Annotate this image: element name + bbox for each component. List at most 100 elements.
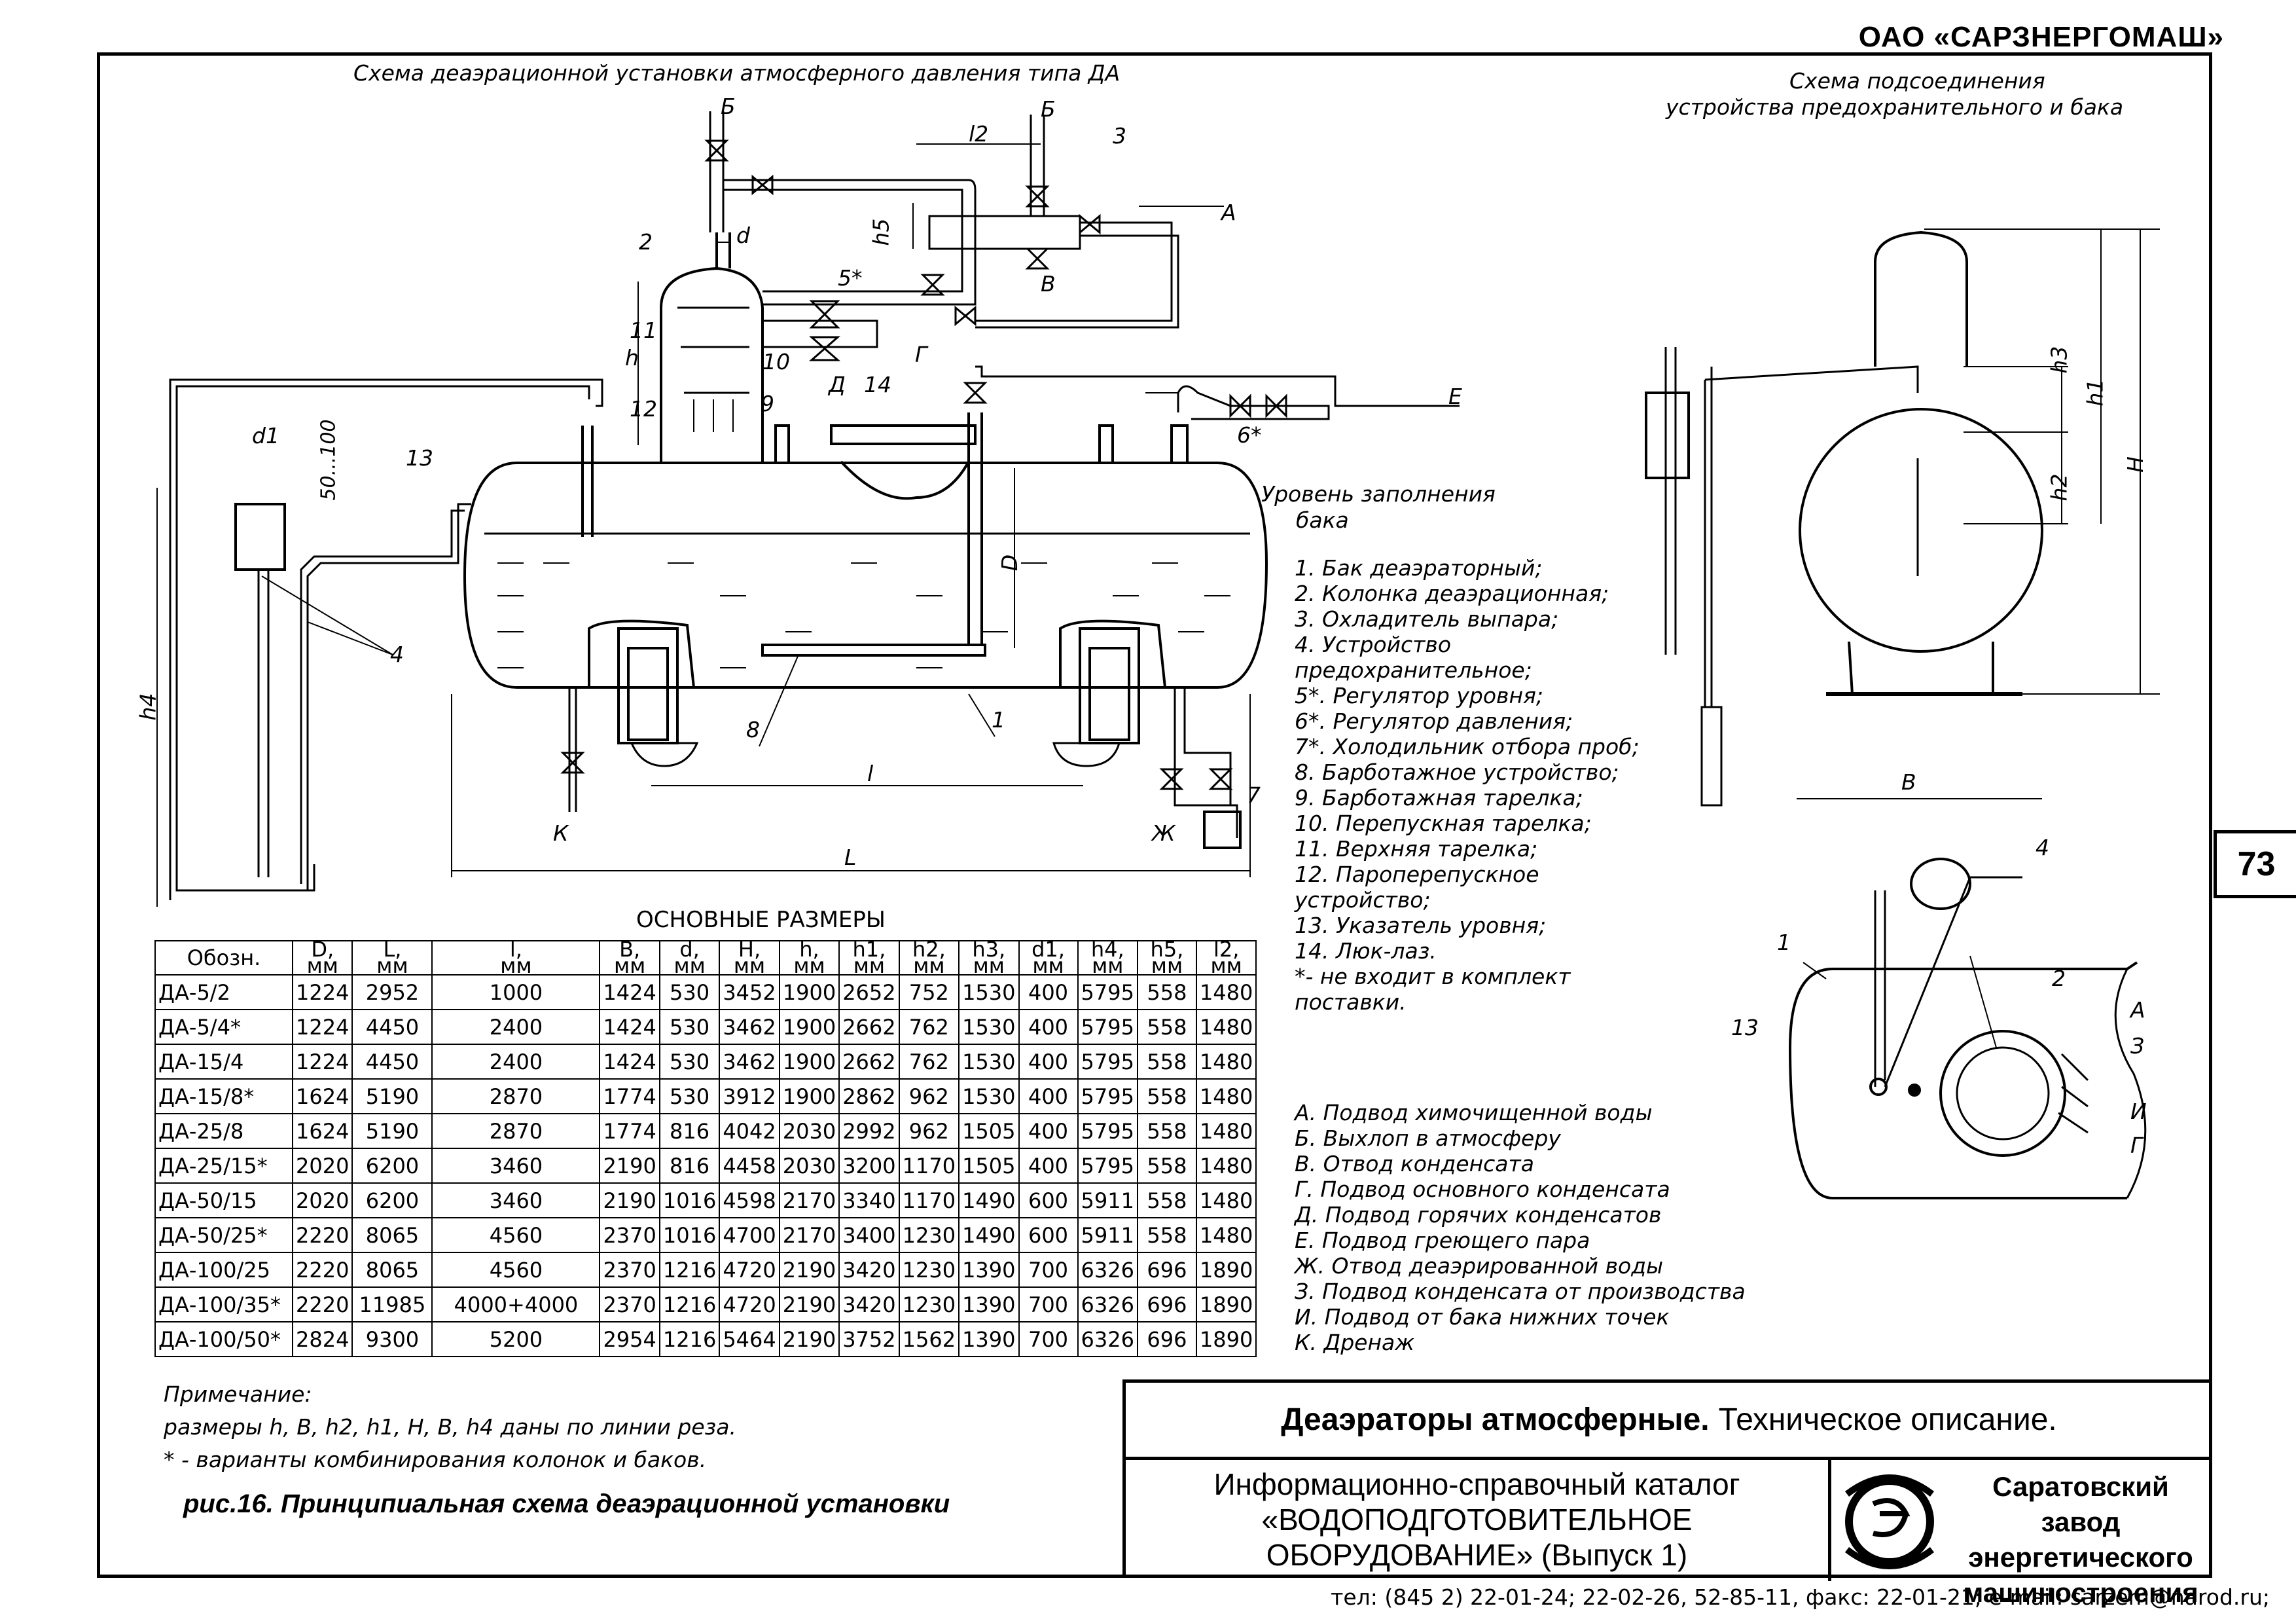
top-view-callout-g: Г (2130, 1133, 2143, 1158)
callout-11: 11 (630, 318, 657, 343)
dimension-cell: 2190 (778, 1252, 840, 1288)
drawing-frame (97, 52, 2212, 1578)
title-rest: Техническое описание. (1718, 1402, 2057, 1437)
dimension-cell: 1480 (1195, 1044, 1257, 1080)
dimension-cell: 1624 (291, 1078, 353, 1114)
dimension-cell: 696 (1136, 1286, 1197, 1322)
notes: Примечание: размеры h, B, h2, h1, H, B, … (164, 1378, 736, 1476)
label-zh: Ж (1152, 820, 1175, 846)
title-block: Деаэраторы атмосферные. Техническое опис… (1122, 1379, 2212, 1608)
dimension-cell: 4450 (351, 1009, 433, 1045)
legend-item: 4. Устройство (1295, 632, 1452, 657)
dim-h2: h2 (2046, 473, 2072, 501)
plant-line: энергетического (1968, 1542, 2193, 1573)
legend-numbered: 1. Бак деаэраторный; 2. Колонка деаэраци… (1295, 555, 1640, 1015)
dimension-cell: 1216 (658, 1252, 721, 1288)
top-view-callout-z: З (2130, 1033, 2145, 1059)
callout-13: 13 (406, 445, 433, 471)
col-header: h5,мм (1136, 939, 1197, 976)
dimension-cell: 2952 (351, 974, 433, 1010)
dimension-cell: 1224 (291, 1009, 353, 1045)
top-view-callout-4: 4 (2036, 835, 2049, 860)
dim-big-h: H (2122, 456, 2148, 473)
deaeration-column (660, 232, 764, 462)
plant-name: Саратовский завод энергетического машино… (1949, 1469, 2212, 1611)
dimension-cell: 1530 (958, 1009, 1020, 1045)
label-e: Е (1448, 384, 1462, 409)
dimension-cell: 400 (1018, 1009, 1079, 1045)
dimensions-table: Обозн. D,мм L,мм l,мм B,мм d,мм H,мм h,м… (154, 939, 1257, 1357)
dimension-cell: 3420 (838, 1252, 900, 1288)
dimension-cell: 962 (898, 1078, 960, 1114)
callout-9: 9 (761, 391, 774, 416)
dimension-cell: 5795 (1077, 1113, 1138, 1149)
col-header: h3,мм (958, 939, 1020, 976)
designation-cell: ДА-100/35* (154, 1286, 293, 1322)
dimension-cell: 2870 (431, 1113, 601, 1149)
dimension-cell: 2030 (778, 1148, 840, 1184)
dim-big-l: L (844, 845, 857, 870)
company-name: ОАО «САРЗНЕРГОМАШ» (1858, 21, 2224, 53)
dimension-cell: 696 (1136, 1321, 1197, 1357)
plant-line: Саратовский завод (1992, 1471, 2169, 1537)
dimension-cell: 558 (1136, 1044, 1197, 1080)
label-a: А (1221, 200, 1236, 225)
dimension-cell: 3200 (838, 1148, 900, 1184)
dimension-cell: 1890 (1195, 1286, 1257, 1322)
dimension-cell: 1774 (599, 1078, 660, 1114)
designation-cell: ДА-25/15* (154, 1148, 293, 1184)
col-header: h2,мм (898, 939, 960, 976)
legend-item: Д. Подвод горячих конденсатов (1295, 1202, 1662, 1228)
dimension-cell: 530 (658, 1009, 721, 1045)
designation-cell: ДА-50/25* (154, 1217, 293, 1253)
dimension-cell: 816 (658, 1148, 721, 1184)
dimension-cell: 1530 (958, 1044, 1020, 1080)
legend-item: поставки. (1295, 989, 1407, 1015)
dimension-cell: 3462 (719, 1044, 780, 1080)
dimension-cell: 4700 (719, 1217, 780, 1253)
document-title: Деаэраторы атмосферные. Техническое опис… (1126, 1383, 2212, 1460)
dimension-cell: 5795 (1077, 1148, 1138, 1184)
dimension-cell: 5200 (431, 1321, 601, 1357)
dimension-cell: 2190 (599, 1182, 660, 1218)
fill-level-label-1: Уровень заполнения (1261, 481, 1496, 507)
dimension-cell: 2020 (291, 1148, 353, 1184)
dimension-cell: 5911 (1077, 1217, 1138, 1253)
dimension-cell: 5795 (1077, 974, 1138, 1010)
dimension-cell: 8065 (351, 1217, 433, 1253)
dimension-cell: 1424 (599, 1009, 660, 1045)
legend-item: 8. Барботажное устройство; (1295, 759, 1619, 785)
dimension-cell: 2824 (291, 1321, 353, 1357)
legend-item: И. Подвод от бака нижних точек (1295, 1304, 1670, 1330)
dimension-cell: 3460 (431, 1148, 601, 1184)
dimension-cell: 1230 (898, 1286, 960, 1322)
dimension-cell: 700 (1018, 1286, 1079, 1322)
dimension-cell: 400 (1018, 974, 1079, 1010)
dimension-cell: 2170 (778, 1182, 840, 1218)
table-header-row: Обозн. D,мм L,мм l,мм B,мм d,мм H,мм h,м… (154, 939, 1257, 976)
dimension-cell: 558 (1136, 1113, 1197, 1149)
label-k: К (553, 820, 569, 846)
dim-h5: h5 (868, 218, 894, 246)
dimension-cell: 3462 (719, 1009, 780, 1045)
legend-item: 10. Перепускная тарелка; (1295, 811, 1592, 836)
dimension-cell: 2954 (599, 1321, 660, 1357)
dimension-cell: 1390 (958, 1321, 1020, 1357)
dimension-cell: 5795 (1077, 1078, 1138, 1114)
col-header: B,мм (599, 939, 660, 976)
callout-3: 3 (1113, 123, 1126, 149)
dimension-cell: 1424 (599, 1044, 660, 1080)
legend-item: З. Подвод конденсата от производства (1295, 1279, 1746, 1304)
dimension-cell: 558 (1136, 1078, 1197, 1114)
dimension-cell: 5795 (1077, 1044, 1138, 1080)
dimension-cell: 4000+4000 (431, 1286, 601, 1322)
dimension-cell: 1480 (1195, 1182, 1257, 1218)
dimension-cell: 5795 (1077, 1009, 1138, 1045)
dimension-cell: 3452 (719, 974, 780, 1010)
pipework (169, 111, 1460, 900)
label-b-exhaust: Б (721, 94, 736, 119)
dimension-cell: 1900 (778, 974, 840, 1010)
dimension-cell: 400 (1018, 1078, 1079, 1114)
